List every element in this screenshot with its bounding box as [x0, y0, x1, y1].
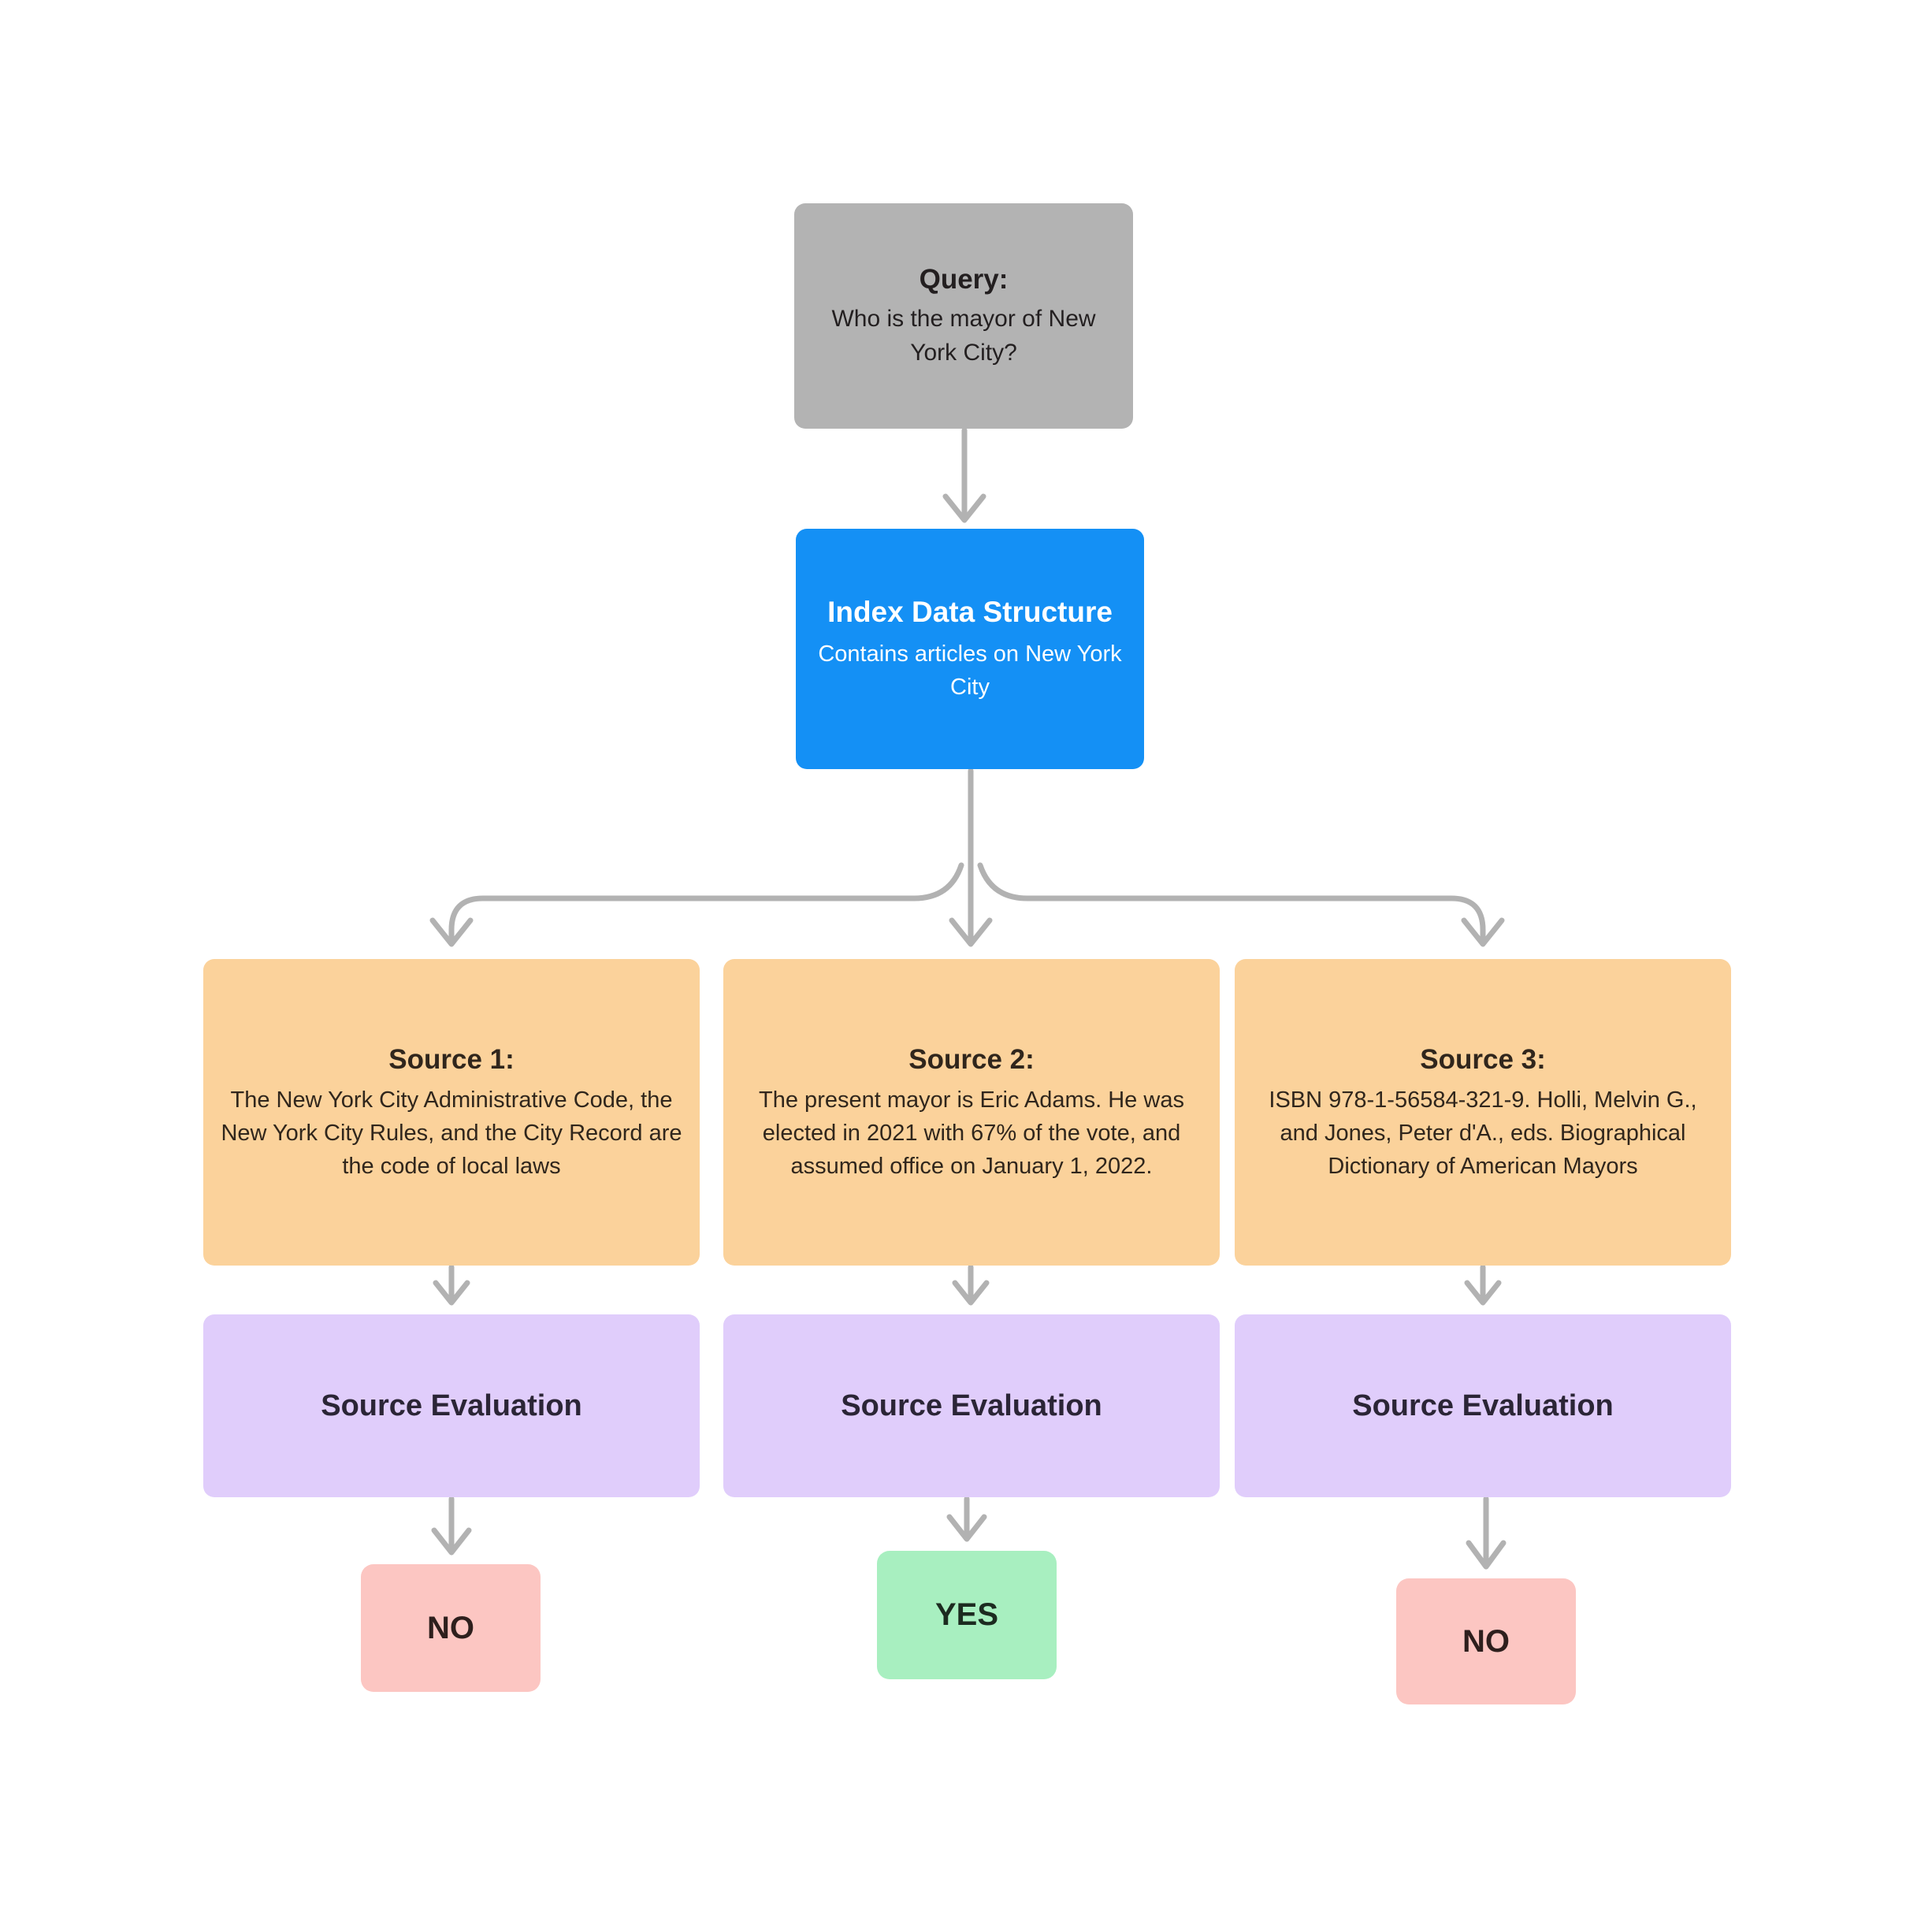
arrowhead-eval1-to-verdict1	[431, 1527, 472, 1556]
arrowhead-eval2-to-verdict2	[946, 1514, 987, 1542]
source-node-3[interactable]: Source 3: ISBN 978-1-56584-321-9. Holli,…	[1235, 959, 1731, 1266]
arrowhead-branch-left	[429, 917, 474, 947]
query-body: Who is the mayor of New York City?	[831, 305, 1096, 366]
arrowhead-query-to-index	[942, 493, 986, 523]
arrowhead-branch-right	[1461, 917, 1505, 947]
connector-branch-right	[977, 862, 1486, 946]
source-body-2: The present mayor is Eric Adams. He was …	[759, 1087, 1184, 1179]
index-data-structure-node[interactable]: Index Data Structure Contains articles o…	[796, 529, 1144, 769]
arrowhead-source2-to-eval2	[952, 1280, 990, 1306]
source-body-1: The New York City Administrative Code, t…	[221, 1087, 682, 1179]
source-evaluation-node-1[interactable]: Source Evaluation	[203, 1314, 700, 1497]
verdict-label-3: NO	[1462, 1623, 1510, 1659]
verdict-label-2: YES	[934, 1597, 999, 1633]
verdict-node-2[interactable]: YES	[877, 1551, 1057, 1679]
arrowhead-eval3-to-verdict3	[1466, 1540, 1507, 1570]
source-evaluation-label-3: Source Evaluation	[1352, 1388, 1614, 1422]
query-node[interactable]: Query: Who is the mayor of New York City…	[794, 203, 1133, 429]
source-node-2[interactable]: Source 2: The present mayor is Eric Adam…	[723, 959, 1220, 1266]
source-title-3: Source 3:	[1420, 1044, 1546, 1076]
source-title-2: Source 2:	[908, 1044, 1035, 1076]
query-title: Query:	[919, 264, 1009, 296]
source-body-3: ISBN 978-1-56584-321-9. Holli, Melvin G.…	[1269, 1087, 1697, 1179]
verdict-label-1: NO	[427, 1610, 474, 1645]
arrowhead-source3-to-eval3	[1464, 1280, 1502, 1306]
arrowhead-branch-center	[949, 917, 993, 947]
connector-branch-left	[448, 862, 964, 946]
source-evaluation-node-2[interactable]: Source Evaluation	[723, 1314, 1220, 1497]
source-evaluation-label-2: Source Evaluation	[841, 1388, 1102, 1422]
index-title: Index Data Structure	[827, 595, 1113, 628]
source-evaluation-label-1: Source Evaluation	[321, 1388, 582, 1422]
arrowhead-source1-to-eval1	[433, 1280, 470, 1306]
source-title-1: Source 1:	[388, 1044, 515, 1076]
index-body: Contains articles on New York City	[818, 641, 1122, 700]
verdict-node-1[interactable]: NO	[361, 1564, 541, 1692]
source-evaluation-node-3[interactable]: Source Evaluation	[1235, 1314, 1731, 1497]
verdict-node-3[interactable]: NO	[1396, 1578, 1576, 1704]
source-node-1[interactable]: Source 1: The New York City Administrati…	[203, 959, 700, 1266]
